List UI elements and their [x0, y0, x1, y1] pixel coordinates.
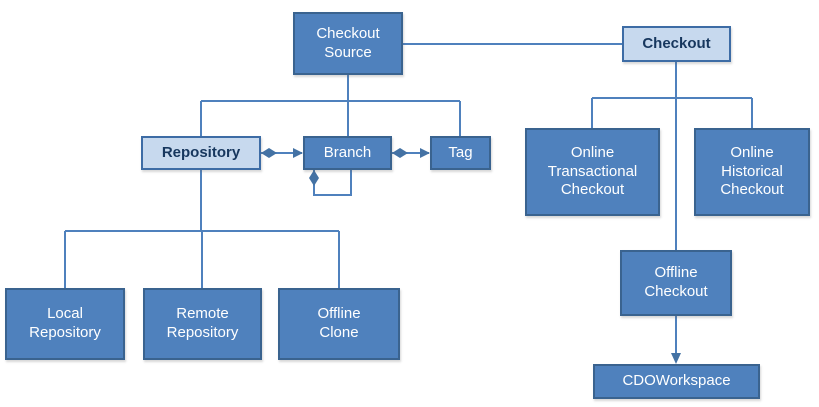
- node-remote-repository: Remote Repository: [143, 288, 262, 360]
- node-online-transactional-checkout: Online Transactional Checkout: [525, 128, 660, 216]
- node-offline-checkout: Offline Checkout: [620, 250, 732, 316]
- node-label: Branch: [323, 143, 372, 161]
- node-label: Offline Clone: [317, 305, 361, 341]
- node-label: Checkout: [642, 34, 711, 52]
- arrowhead-icon: [671, 353, 681, 364]
- node-checkout-source: Checkout Source: [293, 12, 403, 75]
- node-label: Tag: [448, 143, 473, 161]
- node-local-repository: Local Repository: [5, 288, 125, 360]
- node-tag: Tag: [430, 136, 491, 170]
- aggregation-diamond-icon: [392, 148, 408, 158]
- node-label: Offline Checkout: [644, 264, 708, 300]
- node-label: Checkout Source: [316, 24, 380, 61]
- edge-branch-self-loop: [313, 170, 352, 196]
- node-label: Remote Repository: [166, 305, 239, 341]
- arrowhead-icon: [293, 148, 303, 158]
- node-checkout: Checkout: [622, 26, 731, 62]
- aggregation-diamond-icon: [261, 148, 277, 158]
- node-label: Local Repository: [29, 305, 101, 341]
- arrowhead-icon: [420, 148, 430, 158]
- node-branch: Branch: [303, 136, 392, 170]
- node-label: CDOWorkspace: [622, 372, 731, 390]
- node-label: Repository: [161, 143, 241, 161]
- node-label: Online Transactional Checkout: [547, 143, 638, 199]
- node-label: Online Historical Checkout: [720, 143, 784, 199]
- aggregation-diamond-icon: [309, 170, 319, 186]
- node-offline-clone: Offline Clone: [278, 288, 400, 360]
- node-online-historical-checkout: Online Historical Checkout: [694, 128, 810, 216]
- node-repository: Repository: [141, 136, 261, 170]
- node-cdoworkspace: CDOWorkspace: [593, 364, 760, 399]
